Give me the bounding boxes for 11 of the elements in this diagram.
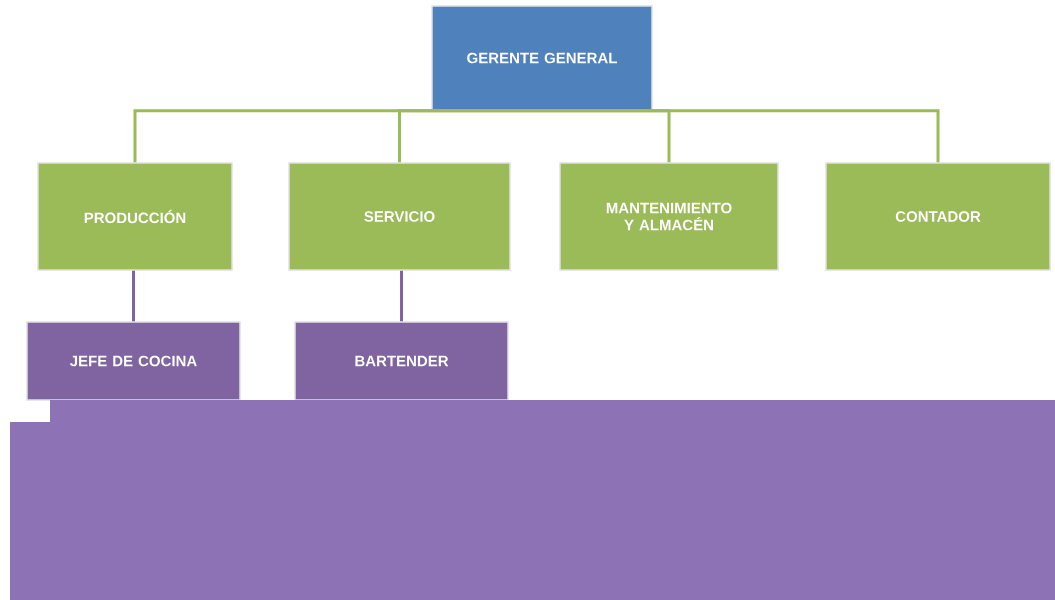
department-box: SERVICIO [288,162,511,271]
department-box: CONTADOR [825,162,1051,271]
staff-box: BARTENDER [294,321,509,401]
connector-line [542,109,940,163]
connector-line [398,109,542,163]
department-box: MANTENIMIENTO Y ALMACÉN [559,162,779,271]
connector-line [400,270,403,322]
staff-box: JEFE DE COCINA [26,321,241,401]
connector-line [132,270,135,322]
manager-box: GERENTE GENERAL [431,5,653,111]
department-box: PRODUCCIÓN [37,162,233,271]
